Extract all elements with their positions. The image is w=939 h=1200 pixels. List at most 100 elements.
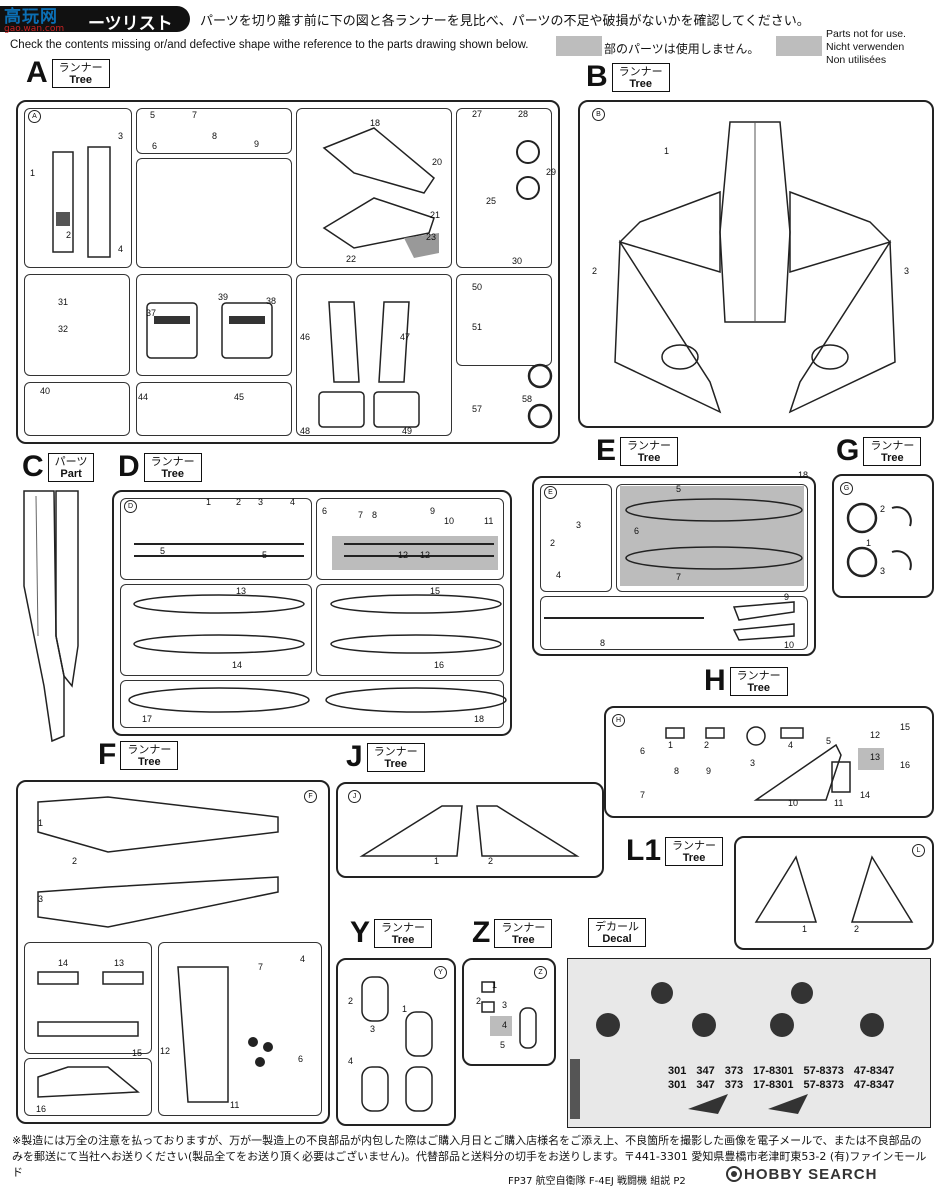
sprue-a-cell: [24, 274, 130, 376]
part-number: 3: [750, 758, 756, 768]
runner-letter: H: [704, 664, 726, 697]
sprue-a-frame: A: [16, 100, 560, 444]
part-number: 9: [784, 592, 790, 602]
sprue-e-cell: [540, 596, 808, 650]
part-number: 4: [290, 497, 296, 507]
part-number: 10: [784, 640, 795, 650]
part-number: 47: [400, 332, 411, 342]
runner-jp: ランナー: [150, 454, 195, 468]
part-number: 1: [492, 980, 498, 990]
part-number: 5: [150, 110, 156, 120]
part-number: 30: [512, 256, 523, 266]
part-number: 38: [266, 296, 277, 306]
part-number: 2: [592, 266, 598, 276]
unused-swatch-2: [776, 36, 822, 56]
sprue-e-id-icon: E: [544, 486, 557, 499]
part-j-stabilizers: [359, 805, 580, 857]
part-number: 29: [546, 167, 557, 177]
part-number: 3: [880, 566, 886, 576]
part-number: 32: [58, 324, 69, 334]
sprue-h-frame: H: [604, 706, 934, 818]
runner-en: Tree: [682, 851, 706, 864]
part-number: 3: [576, 520, 582, 530]
sprue-l1-frame: L: [734, 836, 934, 950]
part-number: 2: [488, 856, 494, 866]
part-number: 10: [444, 516, 455, 526]
part-c-fuselage-half: [23, 490, 79, 743]
part-number: 45: [234, 392, 245, 402]
part-h-tail-details: [665, 726, 851, 801]
part-number: 2: [854, 924, 860, 934]
part-number: 15: [132, 1048, 143, 1058]
part-d-tanks-rails: [128, 543, 507, 713]
runner-jp: ランナー: [373, 744, 418, 758]
sprue-d-cell: [120, 498, 312, 580]
sprue-a-cell: [136, 274, 292, 376]
runner-letter: C: [22, 450, 44, 483]
part-number: 50: [472, 282, 483, 292]
runner-letter: B: [586, 60, 608, 93]
part-number: 3: [38, 894, 44, 904]
runner-jp: ランナー: [501, 920, 546, 934]
part-e-fuel-tanks: [544, 498, 803, 641]
runner-en: Tree: [384, 757, 407, 770]
runner-jp: ランナー: [58, 60, 103, 74]
part-number: 2: [348, 996, 354, 1006]
decal-number: 373: [724, 1065, 744, 1077]
part-number: 5: [826, 736, 832, 746]
defect-notice: ※製造には万全の注意を払っておりますが、万が一製造上の不良部品が内包した際はご購…: [12, 1134, 927, 1179]
sprue-e-cell: [540, 484, 612, 592]
part-number: 11: [484, 516, 494, 526]
part-number: 3: [904, 266, 910, 276]
part-a-cockpit-tub: [52, 146, 111, 258]
decal-number-row-1: 301 347 373 17-8301 57-8373 47-8347: [668, 1065, 894, 1077]
decal-number: 57-8373: [803, 1079, 844, 1091]
decal-number: 17-8301: [753, 1079, 794, 1091]
decal-number-row-2: 301 347 373 17-8301 57-8373 47-8347: [668, 1079, 894, 1091]
part-number: 12: [160, 1046, 171, 1056]
part-number: 5: [160, 546, 166, 556]
part-number: 17: [142, 714, 153, 724]
part-number: 2: [880, 504, 886, 514]
sprue-j-frame: J: [336, 782, 604, 878]
part-number: 8: [600, 638, 606, 648]
sprue-y-frame: Y: [336, 958, 456, 1126]
part-number: 7: [676, 572, 682, 582]
part-a-tires: [527, 363, 553, 429]
part-number: 2: [704, 740, 710, 750]
part-number: 6: [634, 526, 640, 536]
part-number: 7: [640, 790, 646, 800]
part-number: 51: [472, 322, 483, 332]
part-number: 1: [664, 146, 670, 156]
part-number: 3: [118, 131, 124, 141]
decal-number: 301: [668, 1065, 687, 1077]
decal-number: 47-8347: [853, 1079, 895, 1091]
decal-number: 347: [696, 1065, 715, 1077]
sprue-f-cell: [24, 942, 152, 1054]
part-number: 46: [300, 332, 311, 342]
sprue-g-id-icon: G: [840, 482, 853, 495]
sprue-d-cell: [120, 584, 312, 676]
part-number: 14: [860, 790, 871, 800]
unused-parts-d12: [332, 536, 498, 570]
sprue-d-cell: [120, 680, 504, 728]
part-l1-fins: [754, 855, 914, 923]
part-number: 16: [434, 660, 445, 670]
part-number: 14: [232, 660, 243, 670]
decal-number: 301: [668, 1079, 687, 1091]
part-number: 13: [870, 752, 881, 762]
